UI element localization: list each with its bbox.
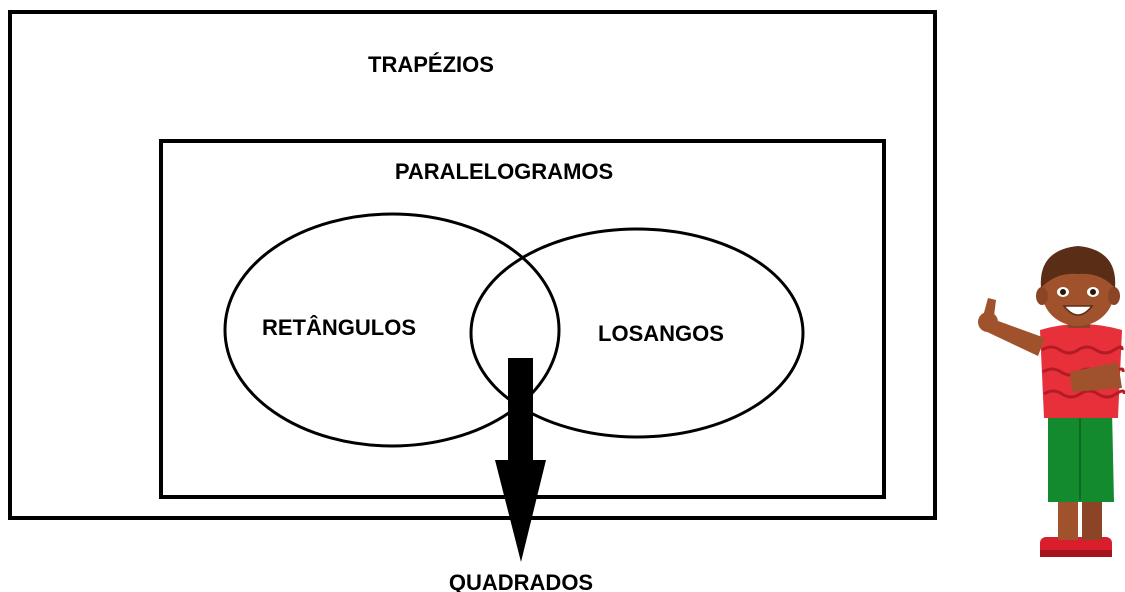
quadrados-label: QUADRADOS: [449, 570, 593, 592]
losangos-ellipse: [469, 227, 805, 439]
trapezios-box: [8, 10, 937, 520]
down-arrow-icon: [495, 358, 546, 562]
retangulos-label: RETÂNGULOS: [262, 315, 416, 340]
paralelogramos-label: PARALELOGRAMOS: [395, 159, 613, 184]
retangulos-ellipse: [223, 212, 561, 448]
child-pointing-icon: [978, 246, 1125, 557]
losangos-label: LOSANGOS: [598, 321, 724, 346]
trapezios-label: TRAPÉZIOS: [368, 52, 494, 77]
